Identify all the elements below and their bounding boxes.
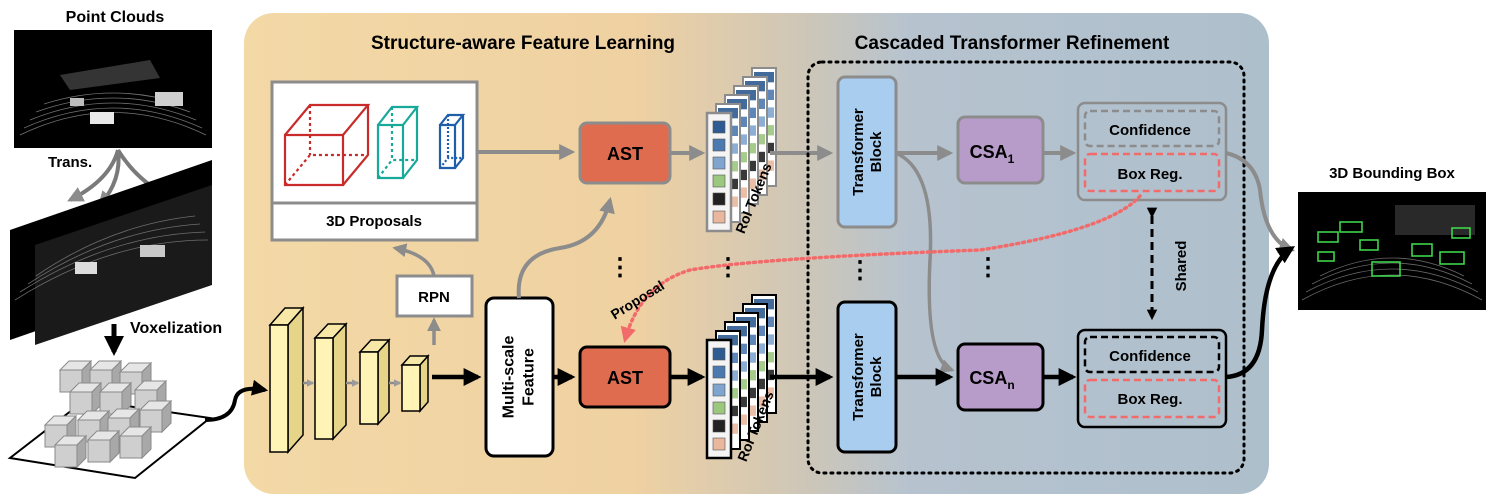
voxel-cube <box>138 399 173 434</box>
csa-label-top: CSA1 <box>970 142 1015 166</box>
boxreg-box-top <box>1083 152 1221 193</box>
transformer-block-bottom <box>836 300 898 454</box>
ellipsis-csa: ⋮ <box>976 254 1000 281</box>
voxel-backbone <box>268 306 430 454</box>
proposal-cube-blue <box>438 113 466 170</box>
ast-label-bottom: AST <box>607 368 643 388</box>
voxel-to-backbone-arrow <box>204 379 269 422</box>
voxel-grid <box>7 359 213 480</box>
multiscale-label-line2: Feature <box>521 348 538 406</box>
backbone-block-2 <box>313 322 348 441</box>
multiscale-label-line1: Multi-scale <box>501 336 518 419</box>
heads-box-top <box>1076 101 1228 202</box>
heads-top-to-output-arrow <box>1225 151 1295 254</box>
heads-bottom-to-output-arrow <box>1225 246 1296 380</box>
token-front-face <box>705 338 733 460</box>
section-title-refinement: Cascaded Transformer Refinement <box>855 33 1170 54</box>
trans-label: Trans. <box>48 154 92 171</box>
transformer-top-line2: Block <box>868 131 885 173</box>
point-cloud-image <box>14 30 212 148</box>
refinement-frame <box>806 60 1246 475</box>
rpn-label: RPN <box>418 289 450 306</box>
voxel-cube <box>86 429 121 464</box>
heads-box-bottom <box>1076 328 1228 429</box>
backbone-block-1 <box>268 306 305 454</box>
boxreg-label-bottom: Box Reg. <box>1117 391 1182 408</box>
csa-box-top <box>956 115 1045 185</box>
voxelization-label: Voxelization <box>130 320 222 337</box>
voxel-cube <box>53 434 88 469</box>
transformer-bottom-line1: Transformer <box>850 333 867 421</box>
proposals-label: 3D Proposals <box>326 213 422 230</box>
multiscale-to-ast-top-arrow <box>516 196 615 299</box>
output-title: 3D Bounding Box <box>1329 165 1455 182</box>
rpn-box <box>395 274 474 318</box>
shared-label: Shared <box>1173 241 1190 292</box>
multiscale-feature-box <box>484 296 555 458</box>
roi-tokens-stack-top <box>705 67 777 233</box>
boxreg-label-top: Box Reg. <box>1117 166 1182 183</box>
point-clouds-title: Point Clouds <box>66 9 165 26</box>
token-front-face <box>705 111 733 233</box>
roi-tokens-stack-bottom <box>705 294 777 460</box>
proposal-cube-red <box>283 103 371 187</box>
transformed-point-clouds <box>10 160 212 345</box>
confidence-label-bottom: Confidence <box>1109 348 1191 365</box>
output-image <box>1298 192 1486 310</box>
confidence-label-top: Confidence <box>1109 122 1191 139</box>
voxel-cube <box>68 381 103 416</box>
ellipsis-transformer: ⋮ <box>848 257 872 284</box>
backbone-block-4 <box>400 354 430 413</box>
transformer-bottom-line2: Block <box>868 356 885 398</box>
transformer-top-line1: Transformer <box>850 108 867 196</box>
ast-label-top: AST <box>607 144 643 164</box>
transformer-top-to-csan-arrow <box>895 151 955 373</box>
backbone-block-3 <box>358 338 391 426</box>
proposals-box: 3D Proposals <box>270 80 479 242</box>
csa-label-bottom: CSAn <box>969 368 1014 392</box>
ellipsis-ast: ⋮ <box>608 254 632 281</box>
voxel-cube <box>118 425 153 460</box>
transformer-block-top <box>836 75 898 229</box>
proposal-feedback-arrow <box>620 194 1142 344</box>
section-title-feature-learning: Structure-aware Feature Learning <box>371 33 675 54</box>
confidence-box-bottom <box>1083 335 1221 374</box>
boxreg-box-bottom <box>1083 378 1221 419</box>
rpn-to-proposals-arrow <box>392 243 436 277</box>
confidence-box-top <box>1083 109 1221 148</box>
voxel-cube <box>98 381 133 416</box>
proposal-cube-teal <box>376 105 420 180</box>
